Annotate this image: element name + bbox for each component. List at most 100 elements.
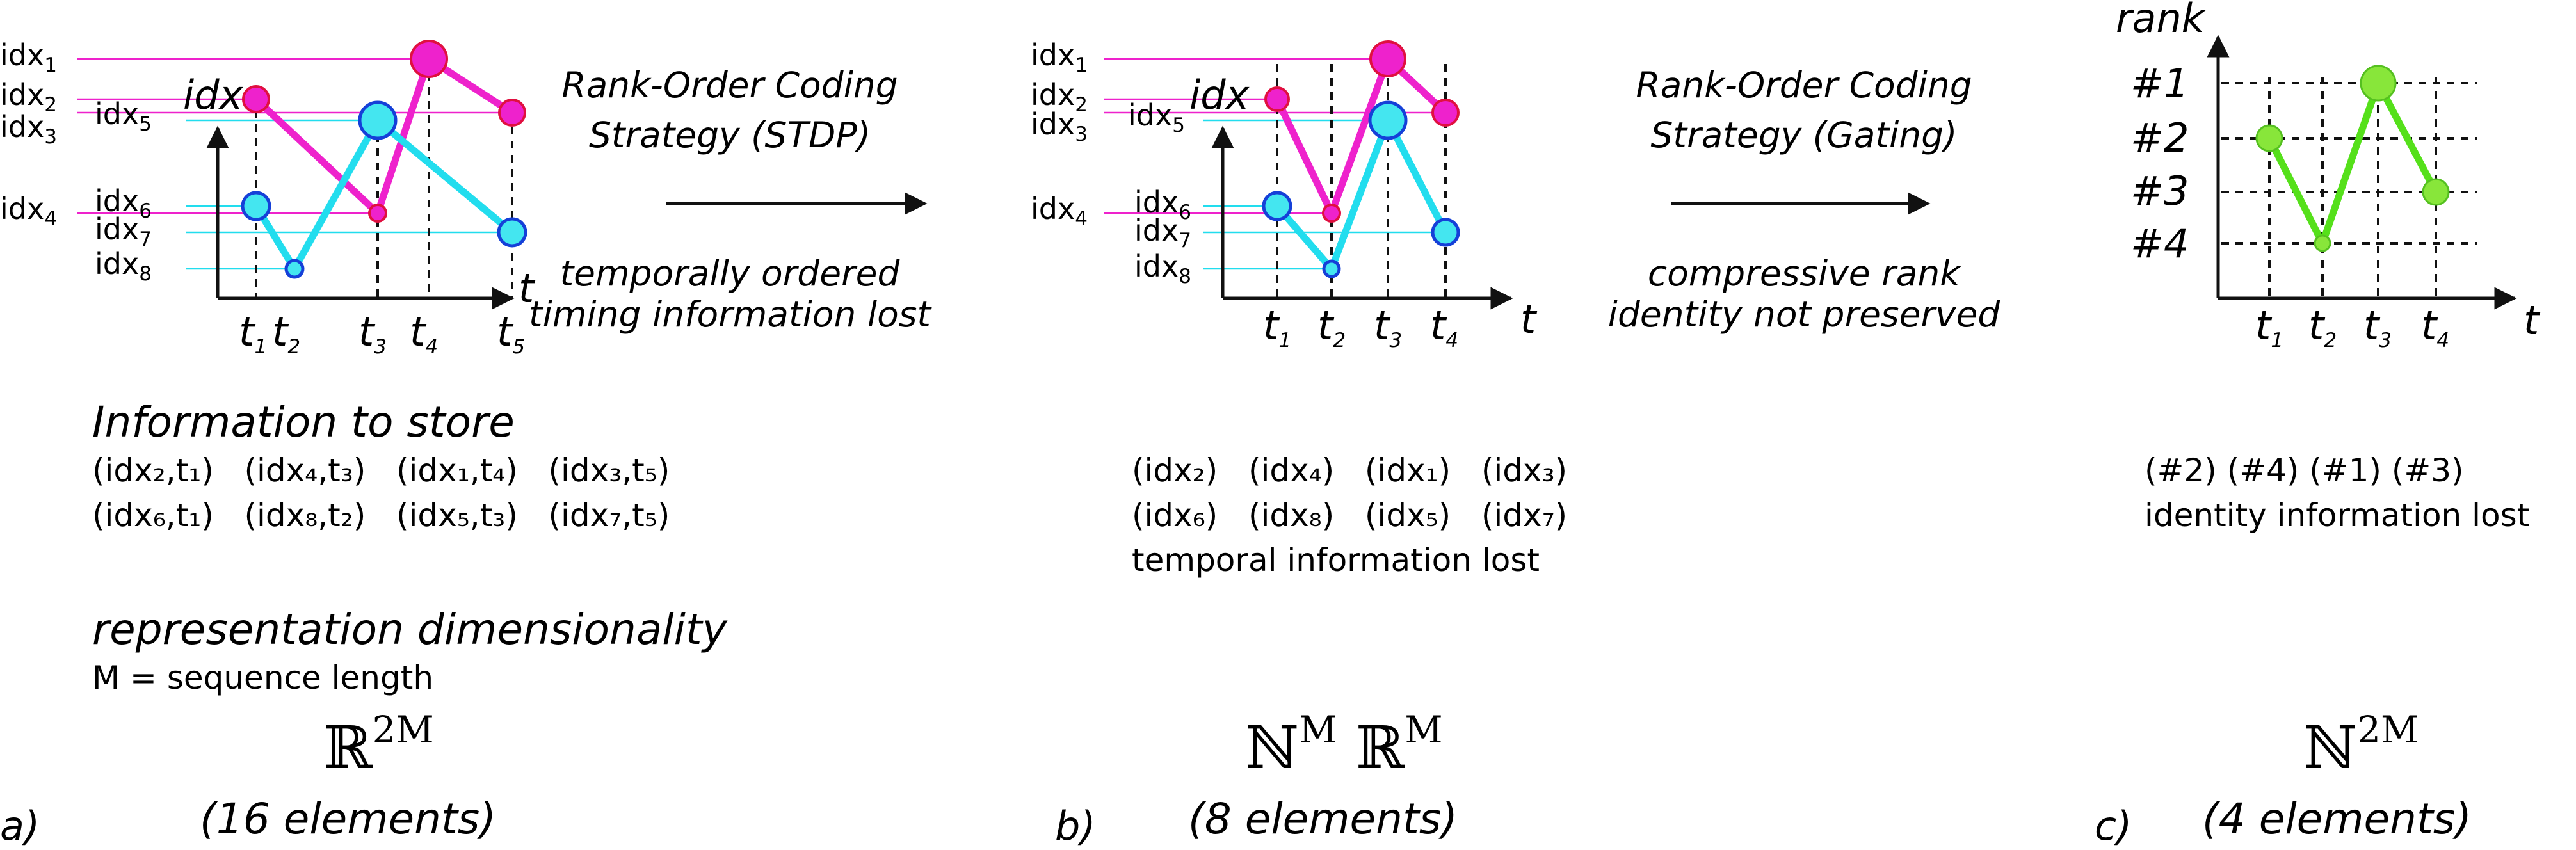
- label-idx7: idx7: [1134, 213, 1191, 252]
- panel-b-x-axis-label: t: [1520, 296, 1538, 342]
- panel-a-dim-note: M = sequence length: [92, 659, 433, 696]
- tick-t4: t4: [410, 309, 438, 358]
- panel-c-label: c): [2095, 803, 2132, 849]
- tick-t3: t3: [2363, 302, 2392, 352]
- panel-a-label: a): [0, 803, 40, 849]
- panel-c-node-t3-rank1: [2360, 65, 2397, 102]
- tick-t4: t4: [1430, 302, 1458, 352]
- label-idx4: idx4: [1031, 191, 1088, 230]
- panel-c-count: (4 elements): [2202, 794, 2472, 844]
- label-idx8: idx8: [1134, 249, 1191, 288]
- label-idx7: idx7: [95, 212, 152, 251]
- rank-label-2: #2: [2130, 115, 2189, 161]
- panel-a: idx t idx1 idx2 idx3 idx4 idx5 idx6 idx7…: [0, 38, 728, 849]
- label-idx5: idx5: [95, 97, 152, 136]
- label-idx1: idx1: [1031, 38, 1088, 77]
- panel-b-node-idx2-t1: [1264, 86, 1290, 112]
- panel-b-y-axis-label: idx: [1189, 72, 1250, 118]
- panel-a-info-title: Information to store: [92, 397, 515, 447]
- panel-a-count: (16 elements): [200, 794, 496, 844]
- arrow1-title-line1: Rank-Order Coding: [561, 65, 898, 106]
- panel-a-x-axis-label: t: [519, 265, 536, 312]
- label-idx5: idx5: [1128, 98, 1185, 137]
- panel-a-y-axis-label: idx: [183, 72, 244, 118]
- panel-b-time-labels: t1 t2 t3 t4: [1263, 302, 1458, 352]
- panel-a-magenta-sequence: [254, 55, 514, 217]
- panel-a-node-idx6-t1: [241, 191, 271, 221]
- tick-t5: t5: [497, 309, 525, 358]
- panel-a-left-index-labels: idx1 idx2 idx3 idx4: [0, 38, 57, 230]
- panel-a-node-idx8-t2: [284, 259, 305, 279]
- panel-b-inner-index-labels: idx5 idx6 idx7 idx8: [1128, 98, 1191, 288]
- panel-c-rank-sequence: [2266, 79, 2439, 247]
- label-idx4: idx4: [0, 191, 57, 230]
- panel-a-dim-set: ℝ2M: [323, 708, 434, 782]
- panel-b-cyan-sequence: [1274, 116, 1449, 273]
- label-idx6: idx6: [1134, 185, 1191, 224]
- panel-b-count: (8 elements): [1188, 794, 1458, 844]
- arrow2-note-line1: compressive rank: [1648, 253, 1961, 294]
- panel-b: idx t idx1 idx2 idx3 idx4 idx5 idx6 idx7…: [1031, 38, 1567, 849]
- panel-b-node-idx6-t1: [1262, 191, 1292, 221]
- label-idx8: idx8: [95, 246, 152, 285]
- panel-c-info-row1: (#2) (#4) (#1) (#3): [2145, 452, 2464, 489]
- panel-a-node-idx2-t1: [242, 85, 270, 113]
- panel-b-node-idx7-t4: [1431, 218, 1460, 247]
- tick-t1: t1: [239, 309, 267, 358]
- label-idx2: idx2: [1031, 77, 1088, 116]
- label-idx3: idx3: [0, 109, 57, 148]
- panel-a-node-idx7-t5: [497, 217, 527, 248]
- panel-c-time-labels: t1 t2 t3 t4: [2255, 302, 2449, 352]
- tick-t4: t4: [2421, 302, 2449, 352]
- tick-t2: t2: [2308, 302, 2337, 352]
- rank-label-4: #4: [2130, 220, 2189, 267]
- panel-b-label: b): [1055, 803, 1096, 849]
- panel-b-time-dashes: [1276, 64, 1447, 298]
- tick-t2: t2: [272, 309, 300, 358]
- tick-t3: t3: [358, 309, 387, 358]
- panel-c-x-axis-label: t: [2524, 297, 2541, 344]
- tick-t3: t3: [1374, 302, 1402, 352]
- label-idx1: idx1: [0, 38, 57, 77]
- panel-c: rank t #1 #2 #3 #4 t1 t2 t3 t4 (#2) (#4)…: [2095, 0, 2541, 849]
- panel-c-node-t2-rank4: [2314, 234, 2331, 252]
- arrow1-note-line1: temporally ordered: [560, 253, 901, 294]
- panel-a-cyan-sequence: [253, 116, 515, 273]
- panel-a-info-row1: (idx₂,t₁) (idx₄,t₃) (idx₁,t₄) (idx₃,t₅): [92, 452, 670, 489]
- panel-b-info-row3: temporal information lost: [1132, 541, 1540, 579]
- panel-a-time-labels: t1 t2 t3 t4 t5: [239, 309, 525, 358]
- tick-t1: t1: [2255, 302, 2283, 352]
- transition-stdp: Rank-Order Coding Strategy (STDP) tempor…: [529, 65, 932, 335]
- rank-label-3: #3: [2130, 168, 2189, 214]
- arrow2-title-line2: Strategy (Gating): [1651, 115, 1958, 156]
- panel-b-node-idx3-t4: [1431, 99, 1460, 127]
- panel-a-cyan-guides: [186, 119, 512, 270]
- label-idx2: idx2: [0, 77, 57, 116]
- arrow2-title-line1: Rank-Order Coding: [1636, 65, 1972, 106]
- panel-c-rank-labels: #1 #2 #3 #4: [2130, 60, 2189, 267]
- panel-b-info-row1: (idx₂) (idx₄) (idx₁) (idx₃): [1132, 452, 1567, 489]
- panel-a-node-idx4-t3: [368, 204, 387, 223]
- panel-b-node-idx1-t3: [1369, 40, 1406, 77]
- panel-a-node-idx1-t4: [410, 40, 448, 78]
- panel-b-magenta-sequence: [1274, 55, 1448, 217]
- panel-c-node-t4-rank3: [2422, 178, 2450, 206]
- transition-gating: Rank-Order Coding Strategy (Gating) comp…: [1608, 65, 2001, 335]
- panel-a-node-idx3-t5: [498, 99, 526, 127]
- panel-b-info-row2: (idx₆) (idx₈) (idx₅) (idx₇): [1132, 497, 1567, 534]
- panel-a-node-idx5-t3: [358, 100, 398, 140]
- panel-b-left-index-labels: idx1 idx2 idx3 idx4: [1031, 38, 1088, 230]
- panel-c-y-axis-label: rank: [2116, 0, 2206, 42]
- panel-b-dim-set: ℕM ℝM: [1245, 708, 1443, 782]
- panel-c-info-row2: identity information lost: [2145, 497, 2529, 534]
- label-idx6: idx6: [95, 184, 152, 223]
- panel-c-dim-set: ℕ2M: [2303, 708, 2419, 782]
- panel-a-dim-title: representation dimensionality: [92, 605, 728, 654]
- arrow1-note-line2: timing information lost: [529, 294, 932, 335]
- tick-t1: t1: [1263, 302, 1291, 352]
- tick-t2: t2: [1317, 302, 1346, 352]
- panel-b-node-idx4-t2: [1322, 204, 1341, 223]
- panel-c-node-t1-rank2: [2255, 124, 2283, 152]
- panel-a-info-row2: (idx₆,t₁) (idx₈,t₂) (idx₅,t₃) (idx₇,t₅): [92, 497, 670, 534]
